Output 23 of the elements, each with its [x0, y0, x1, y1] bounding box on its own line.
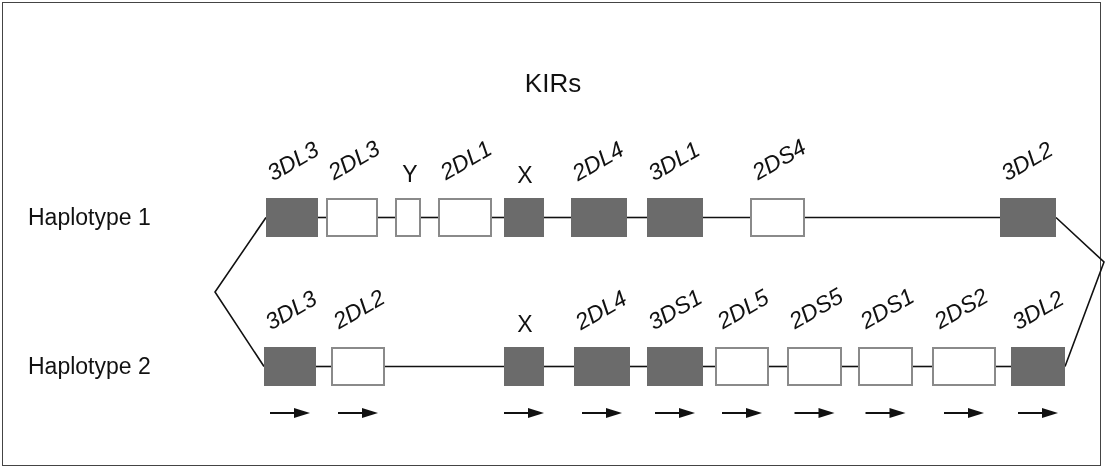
gene-label: 2DL1	[436, 136, 496, 184]
gene-label: X	[516, 313, 534, 336]
connector-line	[384, 365, 505, 368]
gene-label: X	[516, 164, 534, 187]
gene-label: 2DL2	[329, 285, 389, 333]
connector-line	[543, 216, 572, 219]
gene-label: 3DL2	[997, 137, 1057, 185]
gene-label: Y	[401, 163, 419, 186]
connector-line	[543, 365, 575, 368]
row-label: Haplotype 1	[28, 206, 151, 229]
connector-line	[702, 216, 751, 219]
gene-label: 3DL3	[263, 137, 323, 185]
connector-line	[626, 216, 648, 219]
connector-line	[804, 216, 1001, 219]
gene-label: 3DL2	[1008, 286, 1068, 334]
diagram-title: KIRs	[524, 68, 582, 98]
connector-line	[912, 365, 933, 368]
gene-label: 3DL3	[261, 286, 321, 334]
connector-line	[214, 216, 267, 368]
gene-label: 3DS1	[644, 285, 706, 334]
gene-label: 3DL1	[644, 137, 704, 185]
connector-line	[1055, 216, 1105, 368]
row-label: Haplotype 2	[28, 355, 151, 378]
